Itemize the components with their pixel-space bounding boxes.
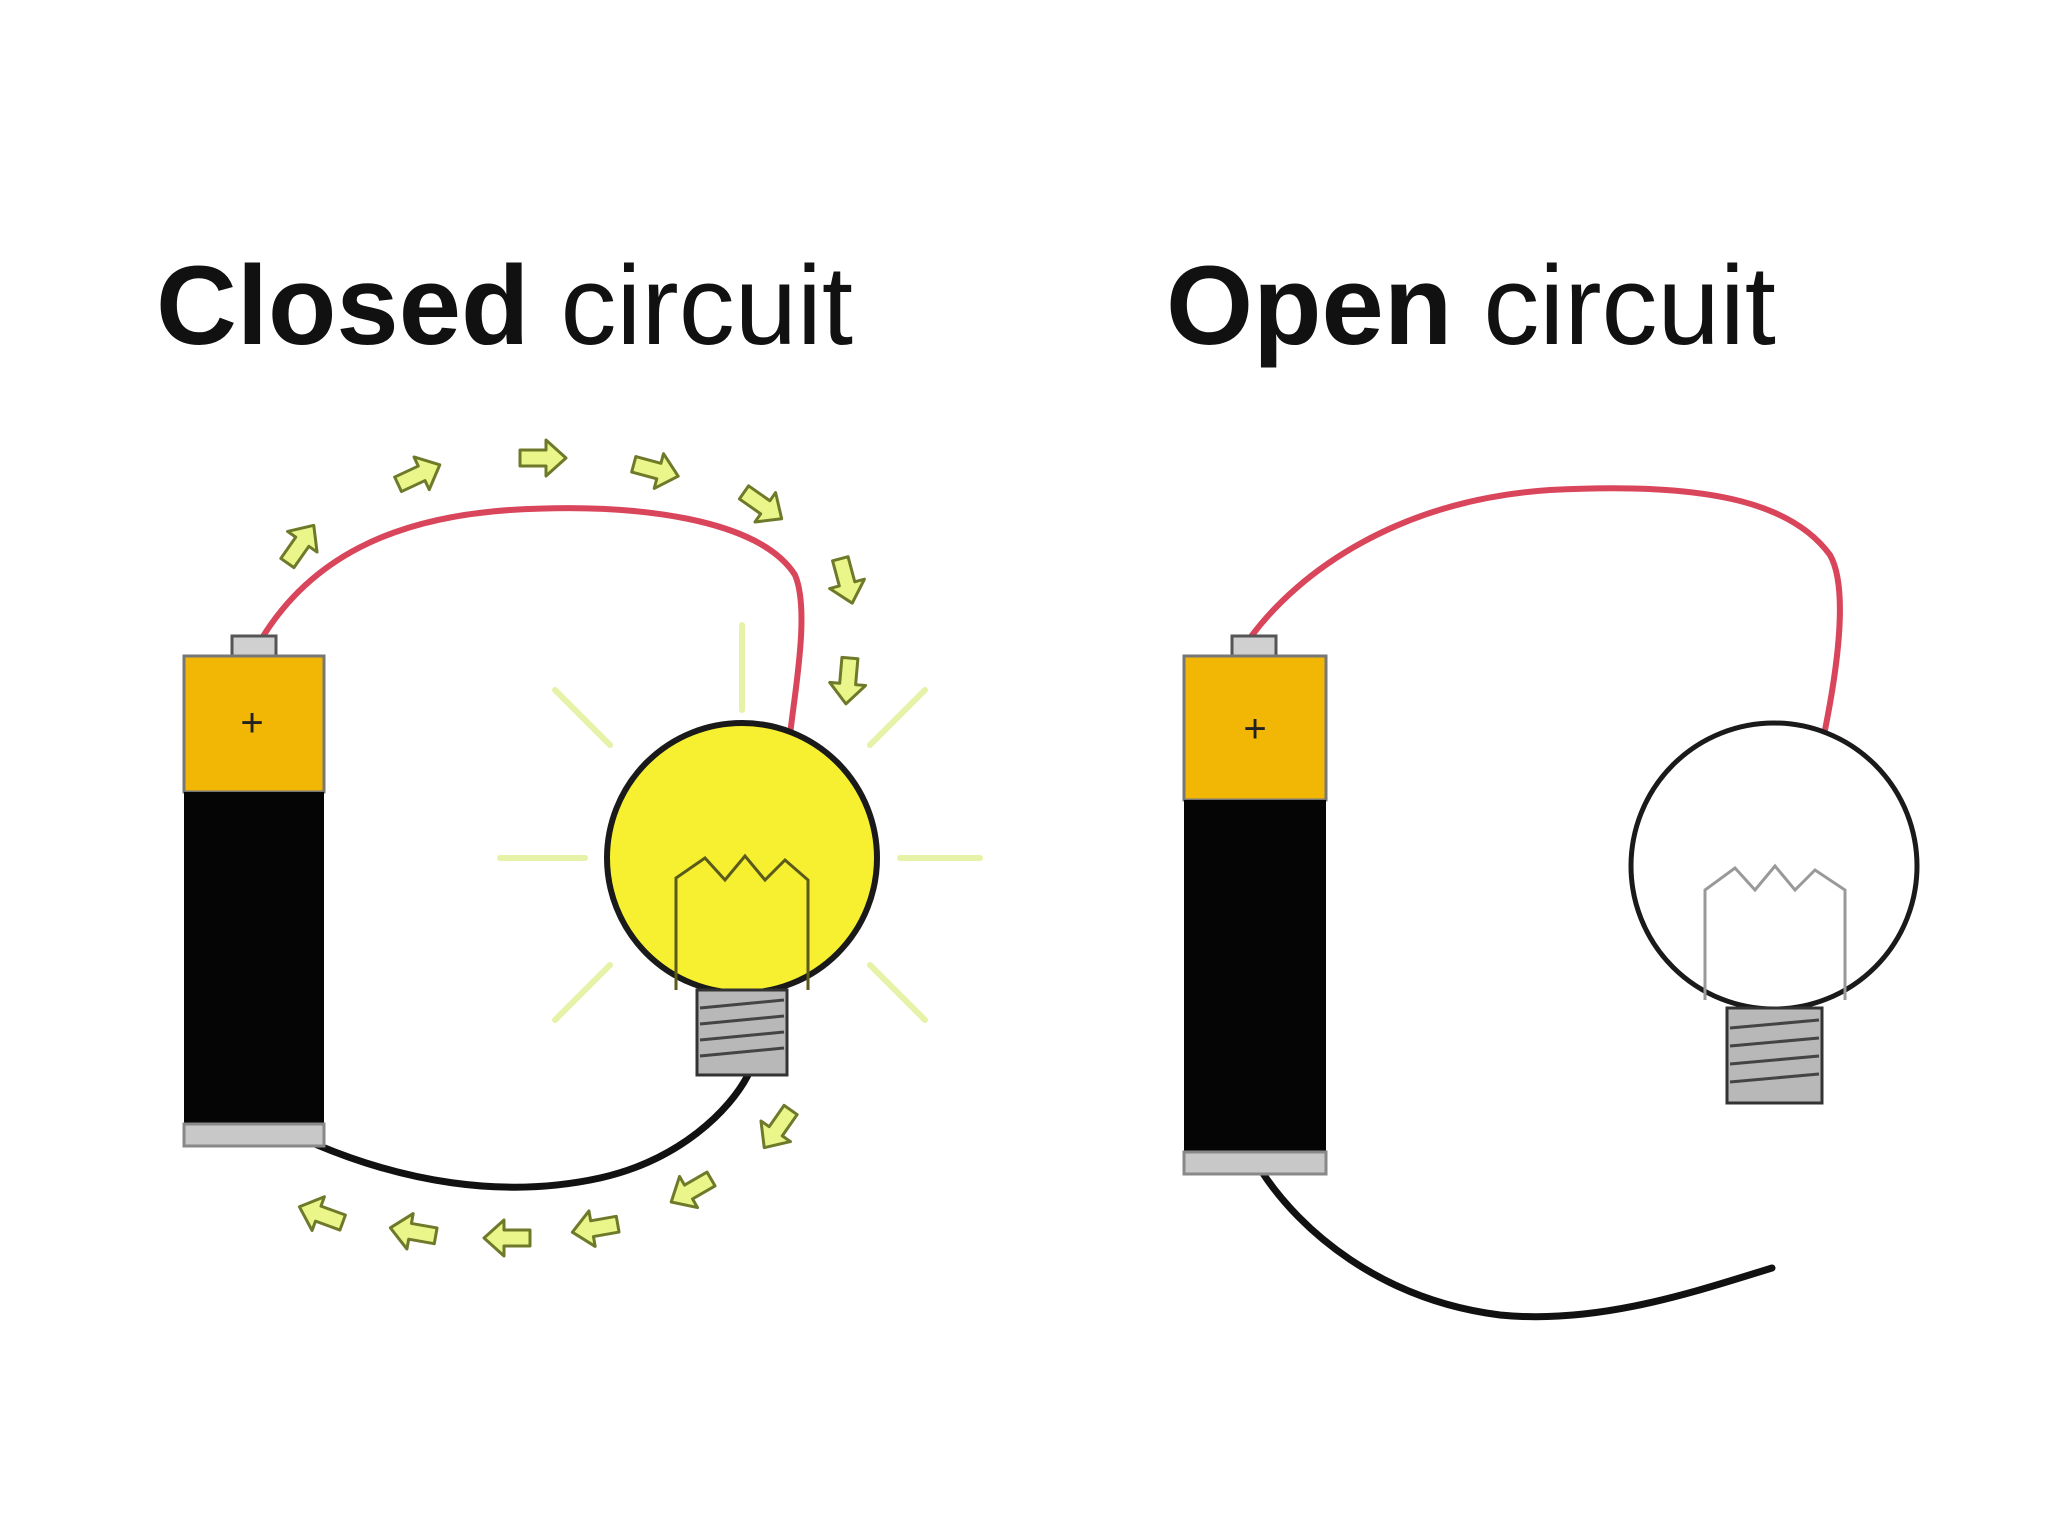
closed-circuit-title-rest: circuit: [560, 243, 853, 368]
closed-circuit-diagram: +: [182, 438, 983, 1258]
closed-battery: +: [182, 634, 326, 1148]
unlit-bulb: [1628, 720, 1920, 1105]
open-circuit-title: Open circuit: [1166, 250, 1776, 362]
battery-plus-sign: +: [240, 701, 263, 745]
open-circuit-title-rest: circuit: [1483, 243, 1776, 368]
closed-negative-wire: [311, 1071, 752, 1191]
open-battery: +: [1182, 634, 1328, 1176]
battery-body: [1184, 800, 1326, 1152]
bulb-filament: [674, 853, 810, 990]
closed-circuit-title: Closed circuit: [156, 250, 853, 362]
bulb-glow-rays: [497, 622, 983, 1023]
battery-body: [184, 792, 324, 1124]
open-negative-wire: [1258, 1168, 1776, 1321]
lit-bulb: [604, 720, 880, 1077]
open-circuit-title-bold: Open: [1166, 243, 1453, 368]
bulb-filament: [1703, 863, 1847, 1000]
battery-base: [1182, 1150, 1328, 1176]
closed-circuit-title-bold: Closed: [156, 243, 530, 368]
closed-positive-wire: [259, 505, 805, 738]
open-positive-wire: [1247, 485, 1843, 733]
battery-base: [182, 1122, 326, 1148]
open-circuit-diagram: +: [1182, 485, 1920, 1321]
battery-plus-sign: +: [1243, 707, 1266, 751]
